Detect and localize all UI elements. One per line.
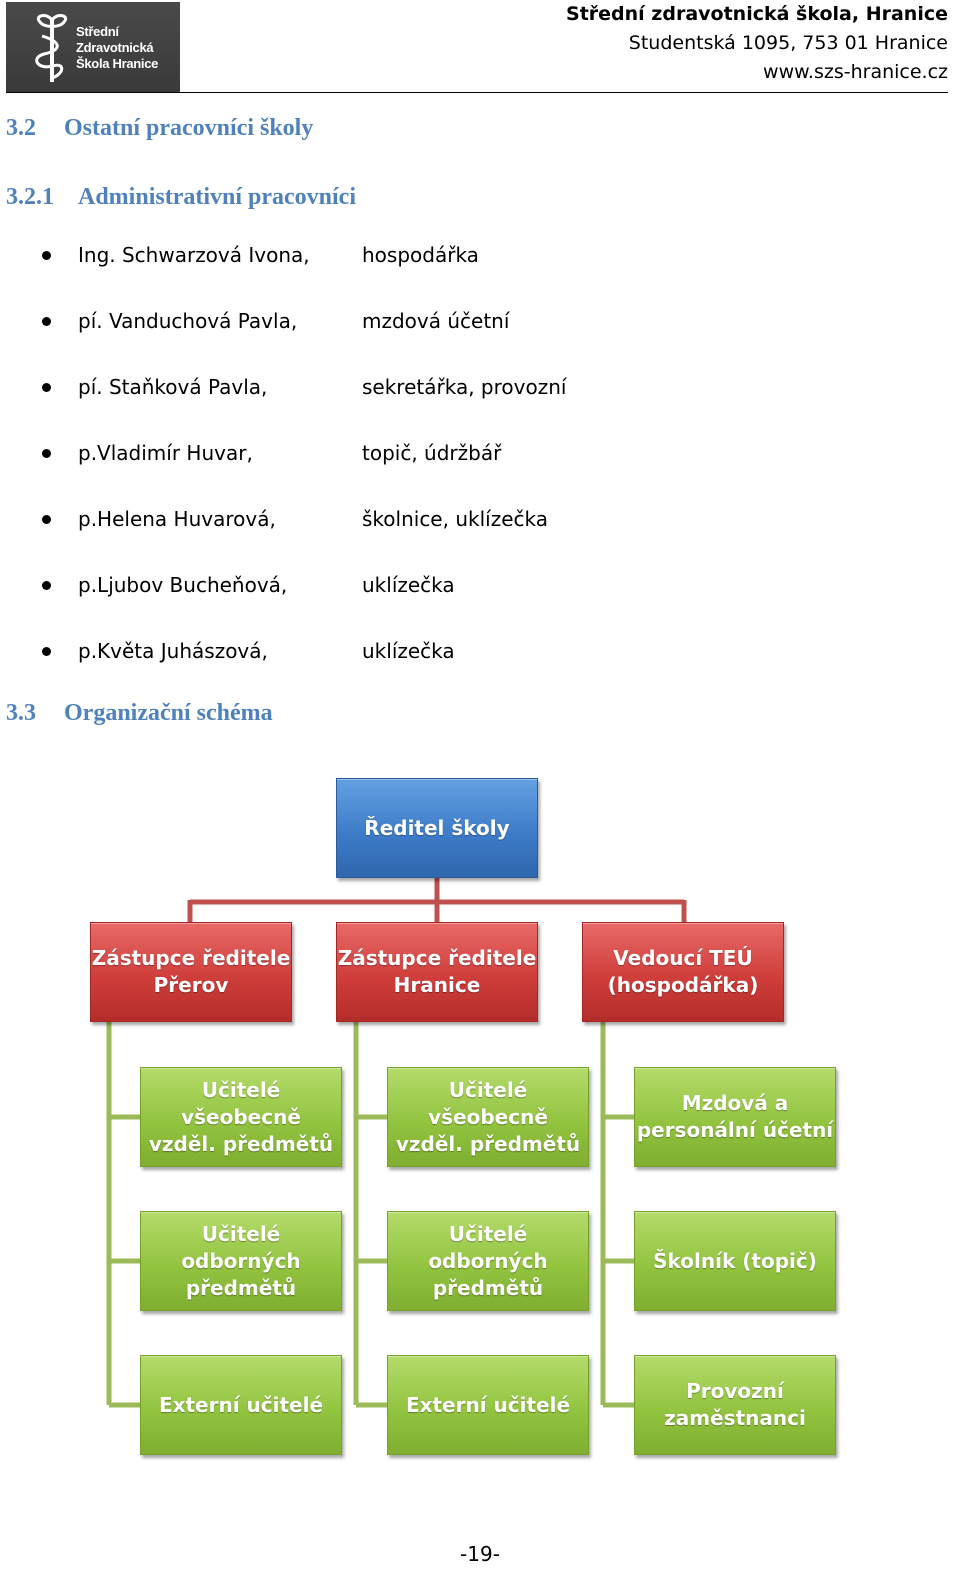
staff-role: uklízečka xyxy=(362,573,455,597)
staff-name: Ing. Schwarzová Ivona, xyxy=(78,243,310,267)
org-box-general-teachers: Učitelé všeobecně vzděl. předmětů xyxy=(140,1067,342,1167)
section-title: Organizační schéma xyxy=(64,700,273,726)
staff-name: pí. Staňková Pavla, xyxy=(78,375,268,399)
staff-role: školnice, uklízečka xyxy=(362,507,548,531)
staff-name: p.Květa Juhászová, xyxy=(78,639,268,663)
staff-name: pí. Vanduchová Pavla, xyxy=(78,309,298,333)
bullet-icon xyxy=(42,449,51,458)
school-logo: Střední Zdravotnická Škola Hranice xyxy=(6,2,180,92)
bullet-icon xyxy=(42,515,51,524)
page-number: -19- xyxy=(460,1542,500,1566)
school-address: Studentská 1095, 753 01 Hranice xyxy=(628,32,948,54)
org-box-general-teachers: Učitelé všeobecně vzděl. předmětů xyxy=(387,1067,589,1167)
bullet-icon xyxy=(42,317,51,326)
section-number: 3.3 xyxy=(6,700,36,726)
org-box-specialist-teachers: Učitelé odborných předmětů xyxy=(140,1211,342,1311)
org-box-director: Ředitel školy xyxy=(336,778,538,878)
red-connectors xyxy=(187,878,687,922)
staff-name: p.Vladimír Huvar, xyxy=(78,441,253,465)
staff-role: mzdová účetní xyxy=(362,309,510,333)
section-title: Administrativní pracovníci xyxy=(78,184,357,210)
school-name: Střední zdravotnická škola, Hranice xyxy=(566,3,948,25)
section-heading-3-2-1: 3.2.1 Administrativní pracovníci xyxy=(6,184,356,211)
staff-role: uklízečka xyxy=(362,639,455,663)
school-contact: Střední zdravotnická škola, Hranice Stud… xyxy=(566,0,948,87)
section-number: 3.2.1 xyxy=(6,184,54,210)
section-title: Ostatní pracovníci školy xyxy=(64,115,314,141)
logo-line: Zdravotnická xyxy=(76,40,154,55)
org-box-operating-staff: Provozní zaměstnanci xyxy=(634,1355,836,1455)
org-box-deputy-hranice: Zástupce ředitele Hranice xyxy=(336,922,538,1022)
staff-role: hospodářka xyxy=(362,243,479,267)
school-website: www.szs-hranice.cz xyxy=(763,61,948,83)
org-box-head-teu: Vedoucí TEÚ (hospodářka) xyxy=(582,922,784,1022)
section-number: 3.2 xyxy=(6,115,36,141)
bullet-icon xyxy=(42,251,51,260)
section-heading-3-3: 3.3 Organizační schéma xyxy=(6,700,273,727)
header-divider xyxy=(6,92,948,93)
org-box-external-teachers: Externí učitelé xyxy=(140,1355,342,1455)
org-box-payroll-accountant: Mzdová a personální účetní xyxy=(634,1067,836,1167)
caduceus-icon xyxy=(35,14,67,82)
logo-line: Škola Hranice xyxy=(76,56,159,71)
staff-name: p.Ljubov Bucheňová, xyxy=(78,573,288,597)
staff-role: sekretářka, provozní xyxy=(362,375,567,399)
org-box-deputy-prerov: Zástupce ředitele Přerov xyxy=(90,922,292,1022)
bullet-icon xyxy=(42,647,51,656)
logo-text: Střední Zdravotnická Škola Hranice xyxy=(76,24,158,72)
green-connectors xyxy=(106,1022,634,1408)
section-heading-3-2: 3.2 Ostatní pracovníci školy xyxy=(6,115,313,142)
bullet-icon xyxy=(42,383,51,392)
org-box-janitor: Školník (topič) xyxy=(634,1211,836,1311)
bullet-icon xyxy=(42,581,51,590)
staff-name: p.Helena Huvarová, xyxy=(78,507,276,531)
staff-role: topič, údržbář xyxy=(362,441,502,465)
org-box-external-teachers: Externí učitelé xyxy=(387,1355,589,1455)
logo-line: Střední xyxy=(76,24,119,39)
org-box-specialist-teachers: Učitelé odborných předmětů xyxy=(387,1211,589,1311)
